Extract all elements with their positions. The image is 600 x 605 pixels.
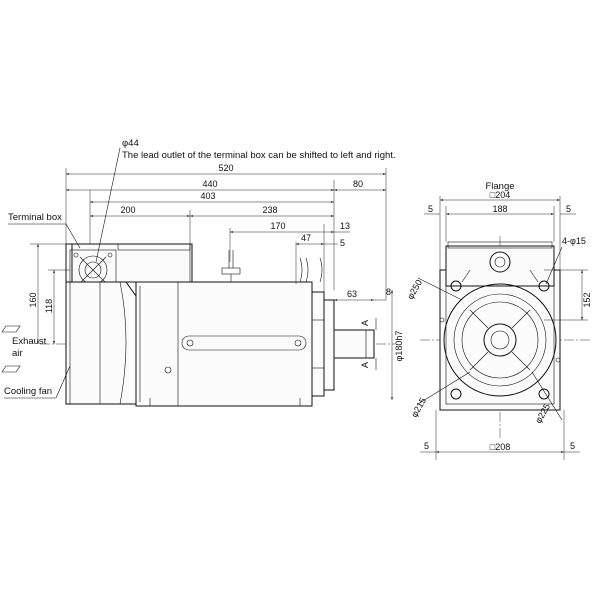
dim-5-bottom-right: 5 xyxy=(570,441,575,451)
dim-403: 403 xyxy=(200,191,215,201)
dim-5-bottom-left: 5 xyxy=(424,441,429,451)
flange-square xyxy=(439,269,561,411)
dim-8: 8 xyxy=(386,287,391,297)
label-cooling-fan: Cooling fan xyxy=(4,386,52,397)
dim-sq204: □204 xyxy=(490,190,510,200)
dim-phi250: φ250 xyxy=(405,278,424,301)
dim-188: 188 xyxy=(492,204,507,214)
terminal-box xyxy=(65,243,193,295)
dim-238: 238 xyxy=(262,205,277,215)
dim-13: 13 xyxy=(340,221,350,231)
bolt-holes xyxy=(439,280,561,400)
dim-63: 63 xyxy=(347,289,357,299)
front-terminal-box xyxy=(445,241,555,287)
dim-phi215: φ215 xyxy=(409,396,428,419)
dim-152: 152 xyxy=(582,292,592,307)
shaft-circle xyxy=(483,323,517,357)
circle-phi215 xyxy=(461,301,539,379)
dim-200: 200 xyxy=(120,205,135,215)
dim-47: 47 xyxy=(301,233,311,243)
dim-440: 440 xyxy=(202,179,217,189)
motor-body xyxy=(135,281,313,407)
dim-sq208: □208 xyxy=(490,442,510,452)
note-phi44: φ44 xyxy=(122,138,139,149)
section-mark-top: A xyxy=(360,320,370,326)
dim-5: 5 xyxy=(340,238,345,248)
cooling-fan-housing xyxy=(65,281,137,405)
dim-4-phi15: 4-φ15 xyxy=(562,236,586,246)
label-flange: Flange xyxy=(485,181,514,192)
label-exhaust: Exhaust xyxy=(12,336,47,347)
eye-bolt xyxy=(221,250,241,282)
dim-5-top-right: 5 xyxy=(566,204,571,214)
dim-520: 520 xyxy=(218,163,233,173)
dim-80: 80 xyxy=(353,179,363,189)
note-lead-outlet: The lead outlet of the terminal box can … xyxy=(122,150,396,161)
label-air: air xyxy=(12,348,23,359)
dim-118: 118 xyxy=(44,299,54,313)
label-terminal-box: Terminal box xyxy=(8,212,62,223)
front-view: Flange □204 188 5 5 4-φ15 152 φ250 φ215 xyxy=(405,181,592,460)
section-a-markers: A A xyxy=(360,318,377,370)
section-mark-bottom: A xyxy=(360,362,370,368)
dim-5-top-left: 5 xyxy=(428,204,433,214)
side-notes: φ44 The lead outlet of the terminal box … xyxy=(1,138,396,399)
dim-phi180h7: φ180h7 xyxy=(394,331,404,362)
side-view: A A 520 440 80 403 200 238 xyxy=(1,138,404,407)
circle-phi225 xyxy=(453,293,547,387)
flange-and-shaft xyxy=(299,257,375,397)
side-dimensions: 520 440 80 403 200 238 170 13 47 5 63 8 xyxy=(28,163,404,400)
dim-160: 160 xyxy=(28,292,38,307)
circle-phi250 xyxy=(443,283,557,397)
dim-170: 170 xyxy=(270,221,285,231)
